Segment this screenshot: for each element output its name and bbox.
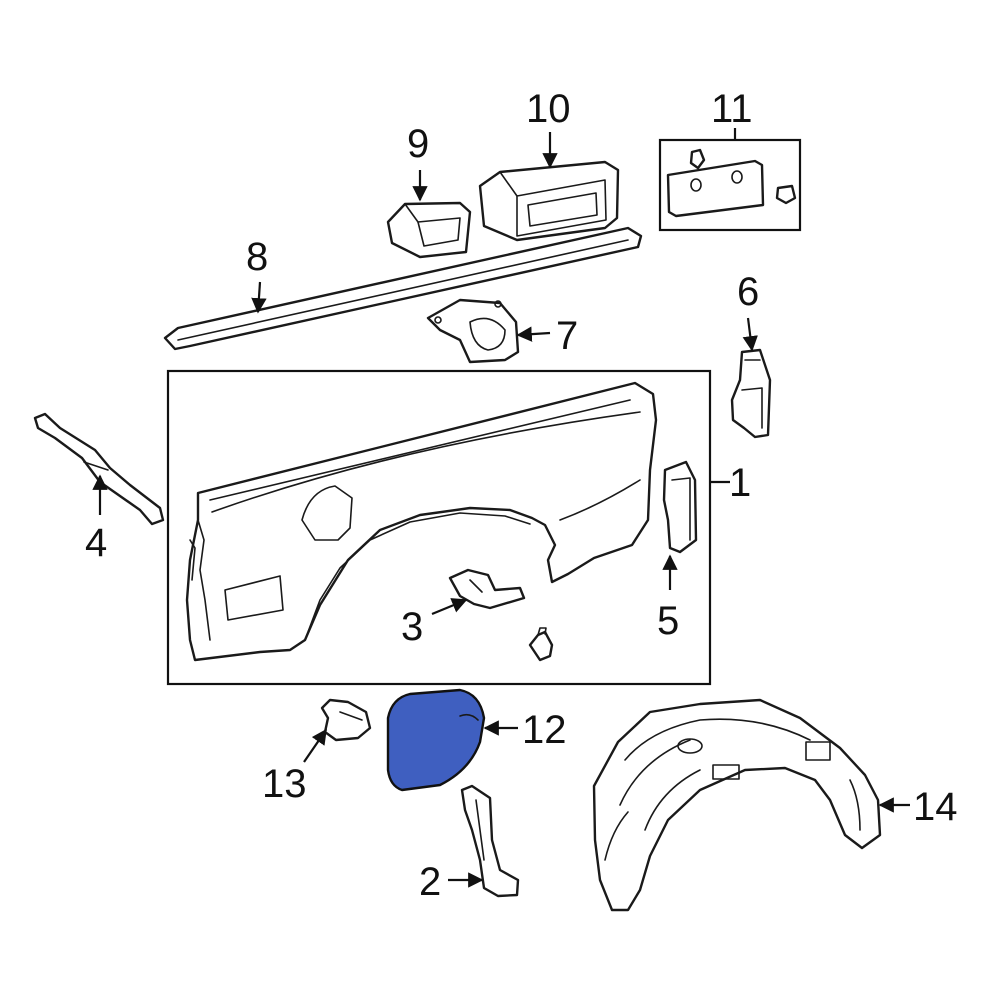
part-5-bracket[interactable] bbox=[662, 460, 698, 554]
leader-lines bbox=[92, 128, 910, 888]
part-14-wheelhouse-liner[interactable] bbox=[592, 698, 882, 912]
callout-labels: 1 2 3 4 5 6 7 8 9 10 11 12 13 14 bbox=[85, 87, 958, 904]
part-1-bedside-assembly[interactable] bbox=[166, 369, 712, 686]
callout-11[interactable]: 11 bbox=[711, 87, 753, 131]
part-10-stake-pocket[interactable] bbox=[478, 160, 620, 242]
callout-3[interactable]: 3 bbox=[401, 605, 423, 649]
part-4-brace-rod[interactable] bbox=[33, 412, 165, 526]
part-12-fuel-door[interactable] bbox=[386, 688, 486, 792]
callout-10[interactable]: 10 bbox=[526, 87, 571, 131]
callout-4[interactable]: 4 bbox=[85, 521, 107, 565]
callout-6[interactable]: 6 bbox=[737, 270, 759, 314]
callout-9[interactable]: 9 bbox=[407, 122, 429, 166]
bolt[interactable] bbox=[528, 627, 554, 662]
callout-14[interactable]: 14 bbox=[913, 785, 958, 829]
callout-2[interactable]: 2 bbox=[419, 860, 441, 904]
part-11-emblem-kit[interactable] bbox=[658, 138, 802, 232]
part-7-bracket[interactable] bbox=[426, 298, 520, 364]
callout-8[interactable]: 8 bbox=[246, 235, 268, 279]
callout-1[interactable]: 1 bbox=[729, 461, 751, 505]
part-13-clip[interactable] bbox=[320, 698, 372, 742]
callout-7[interactable]: 7 bbox=[556, 314, 578, 358]
callout-13[interactable]: 13 bbox=[262, 762, 307, 806]
part-9-stake-pocket-cover[interactable] bbox=[386, 201, 472, 259]
part-2-support-bracket[interactable] bbox=[460, 784, 520, 898]
part-6-corner-bracket[interactable] bbox=[730, 348, 772, 439]
callout-12[interactable]: 12 bbox=[522, 708, 567, 752]
callout-5[interactable]: 5 bbox=[657, 599, 679, 643]
